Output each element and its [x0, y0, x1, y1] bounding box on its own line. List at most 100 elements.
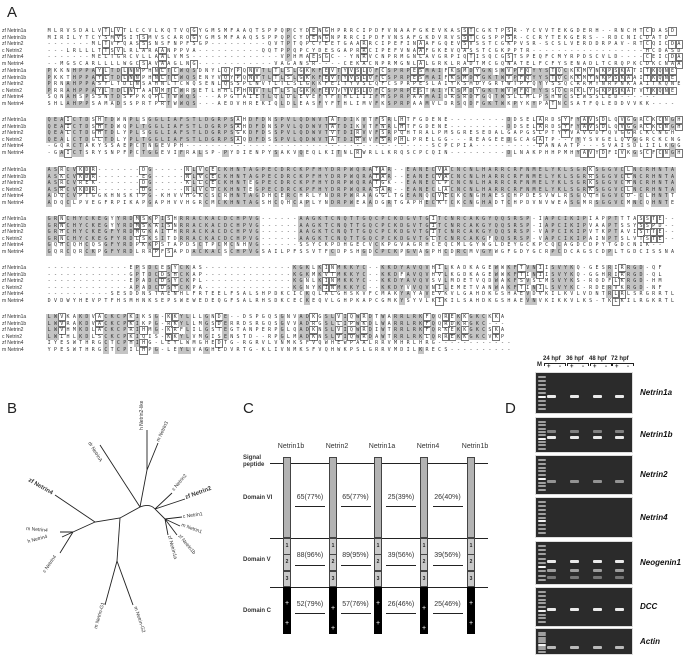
domain-vi-bar [329, 457, 337, 538]
tree-leaf: m Netrin-G1 [93, 602, 106, 630]
timepoint-label: 48 hpf [589, 356, 607, 362]
ladder-band [538, 408, 546, 410]
pcr-band [593, 429, 602, 433]
identity-value: 88(96%) [296, 552, 324, 559]
gel-panel [535, 417, 633, 453]
pcr-band [547, 608, 556, 611]
ladder-band [538, 617, 546, 620]
sequence-label: zf Netrin4 [2, 340, 24, 347]
domain-v-subunit: 3 [374, 571, 382, 587]
comparison-arrow [295, 613, 325, 614]
sequence-label: zf Netrin2 [2, 180, 24, 187]
ladder-band [538, 643, 546, 646]
row-label-domain-c: Domain C [243, 608, 272, 614]
pcr-band [547, 394, 556, 398]
sequence-label: zf Netrin1a [2, 28, 27, 34]
ladder-band [538, 632, 546, 634]
pcr-band [593, 569, 602, 573]
positive-charge-icon: + [284, 620, 290, 627]
ladder-band [538, 477, 546, 480]
ladder-band [538, 613, 546, 616]
domain-v-subunit: 2 [420, 554, 428, 571]
tree-leaf: c Netrin2 [171, 473, 189, 492]
lane-plus: + [570, 364, 574, 370]
ladder-band [538, 528, 546, 531]
ladder-band [538, 388, 546, 390]
sequence-label: zf Netrin1a [2, 68, 27, 74]
pcr-band [547, 429, 556, 433]
tree-leaf: m Netrin-G2 [132, 606, 146, 634]
sequence-label: zf Netrin1b [2, 123, 27, 130]
ladder-band [538, 524, 546, 527]
lane-minus: - [605, 364, 607, 370]
sequence-label: zf Netrin2 [2, 327, 24, 334]
ladder-band [538, 520, 546, 523]
sequence-label: zf Netrin1a [2, 314, 27, 320]
domain-v-subunit: 1 [420, 538, 428, 555]
sequence-label: zf Netrin1a [2, 167, 27, 173]
ladder-band [538, 648, 546, 651]
ladder-band [538, 594, 546, 597]
ladder-band [538, 489, 546, 492]
ladder-band [538, 441, 546, 443]
ladder-band [538, 561, 546, 564]
comparison-arrow [386, 506, 416, 507]
marker-label: M [537, 362, 542, 368]
gel-panel [535, 541, 633, 585]
tree-leaf: zf Netrin2 [185, 486, 213, 501]
comparison-arrow [432, 565, 463, 566]
tree-branches [54, 430, 186, 606]
positive-charge-icon: + [375, 600, 381, 607]
sequence-label: zf Netrin2 [2, 81, 24, 88]
ladder-band [538, 462, 546, 465]
sequence-label: zf Netrin1b [2, 271, 27, 278]
tree-leaf: m Netrin3 [155, 420, 170, 442]
sequence-label: c Netrin2 [2, 47, 23, 54]
domain-v-subunit: 2 [467, 554, 475, 571]
identity-value: 26(40%) [434, 494, 461, 501]
pcr-band [547, 436, 556, 439]
sequence-label: zf Netrin1a [2, 265, 27, 271]
ladder-band [538, 639, 546, 641]
lane-minus: - [582, 364, 584, 370]
ladder-band [538, 557, 546, 560]
sequence-label: c Netrin2 [2, 333, 23, 340]
ladder-band [538, 380, 546, 382]
comparison-arrow [432, 506, 463, 507]
tree-leaf: h Netrin4 [27, 534, 48, 545]
ladder-band [538, 574, 546, 577]
comparison-arrow [295, 565, 325, 566]
domain-v-subunit: 1 [467, 538, 475, 555]
sequence-label: zf Netrin1b [2, 74, 27, 81]
panel-label-c: C [243, 400, 254, 417]
comparison-arrow [386, 613, 416, 614]
ladder-band [538, 650, 546, 653]
identity-value: 52(79%) [296, 601, 324, 608]
pcr-band [570, 645, 579, 649]
domain-vi-bar [374, 457, 382, 538]
sequence-label: zf Netrin4 [2, 54, 24, 61]
positive-charge-icon: + [421, 625, 427, 632]
ladder-band [538, 606, 546, 609]
sequence-label: m Netrin4 [2, 248, 24, 255]
pcr-band [593, 576, 602, 580]
ladder-band [538, 516, 546, 519]
comparison-arrow [432, 613, 463, 614]
sequence-label: zf Netrin1a [2, 216, 27, 222]
tree-leaf: zf Netrin1b [176, 533, 196, 556]
timepoint-label: 36 hpf [566, 356, 584, 362]
pcr-band [593, 560, 602, 564]
gene-label: Actin [640, 636, 660, 646]
lane-minus: - [627, 364, 629, 370]
ladder-band [538, 459, 546, 461]
lane-plus: + [615, 364, 619, 370]
